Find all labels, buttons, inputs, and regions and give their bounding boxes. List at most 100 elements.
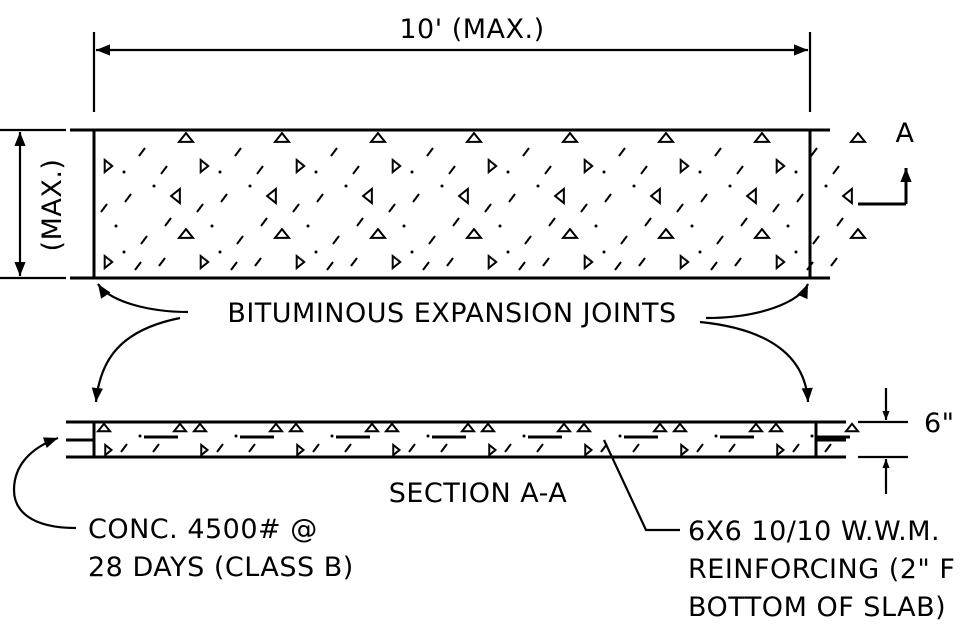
aggregate-tick xyxy=(522,147,530,157)
aggregate-tick xyxy=(254,257,262,267)
aggregate-tick xyxy=(740,217,748,227)
aggregate-triangle xyxy=(391,157,402,175)
aggregate-tick xyxy=(230,261,238,271)
aggregate-triangle xyxy=(391,253,402,271)
aggregate-tick xyxy=(548,217,556,227)
aggregate-dot xyxy=(138,434,142,438)
aggregate-tick xyxy=(236,235,244,245)
aggregate-triangle xyxy=(171,422,189,433)
aggregate-triangle xyxy=(459,422,477,433)
aggregate-dot xyxy=(794,250,798,254)
aggregate-tick xyxy=(120,443,128,453)
aggregate-tick xyxy=(714,147,722,157)
aggregate-dot xyxy=(426,434,430,438)
aggregate-tick xyxy=(632,443,640,453)
aggregate-tick xyxy=(772,203,780,213)
aggregate-tick xyxy=(792,443,800,453)
aggregate-triangle xyxy=(656,227,676,239)
aggregate-dot xyxy=(632,184,636,188)
aggregate-triangle xyxy=(104,442,114,458)
joint-leader-plan-left xyxy=(97,283,189,314)
aggregate-tick xyxy=(164,217,172,227)
aggregate-tick xyxy=(326,261,334,271)
aggregate-dot xyxy=(786,224,790,228)
aggregate-triangle xyxy=(583,253,594,271)
aggregate-dot xyxy=(618,434,622,438)
aggregate-tick xyxy=(134,261,142,271)
aggregate-triangle xyxy=(649,186,661,206)
aggregate-tick xyxy=(524,235,532,245)
aggregate-tick xyxy=(100,203,108,213)
aggregate-dot xyxy=(306,224,310,228)
joint-leader-plan-right xyxy=(705,283,810,320)
aggregate-triangle xyxy=(583,157,594,175)
aggregate-tick xyxy=(408,443,416,453)
aggregate-dot xyxy=(594,224,598,228)
aggregate-tick xyxy=(716,235,724,245)
aggregate-tick xyxy=(312,443,320,453)
aggregate-triangle xyxy=(265,186,277,206)
aggregate-tick xyxy=(832,165,840,175)
aggregate-dot xyxy=(506,170,510,174)
aggregate-triangle xyxy=(267,422,285,433)
aggregate-dot xyxy=(602,170,606,174)
concrete-callout: CONC. 4500# @ 28 DAYS (CLASS B) xyxy=(12,436,353,583)
aggregate-tick xyxy=(248,443,256,453)
aggregate-triangle xyxy=(843,422,861,433)
section-cut-marker: A xyxy=(858,118,914,206)
reinforcing-note-line3: BOTTOM OF SLAB) xyxy=(688,592,946,623)
aggregate-triangle xyxy=(560,227,580,239)
aggregate-triangle xyxy=(747,422,765,433)
aggregate-tick xyxy=(508,193,516,203)
aggregate-triangle xyxy=(176,131,196,143)
aggregate-tick xyxy=(196,203,204,213)
aggregate-dot xyxy=(218,170,222,174)
aggregate-dot xyxy=(314,250,318,254)
aggregate-triangle xyxy=(775,253,786,271)
aggregate-triangle xyxy=(191,422,209,433)
aggregate-tick xyxy=(344,443,352,453)
aggregate-tick xyxy=(614,261,622,271)
aggregate-dot xyxy=(234,434,238,438)
aggregate-triangle xyxy=(848,227,868,239)
aggregate-tick xyxy=(216,443,224,453)
aggregate-tick xyxy=(810,147,818,157)
aggregate-triangle xyxy=(848,131,868,143)
aggregate-triangle xyxy=(656,131,676,143)
concrete-hatch-section xyxy=(95,422,861,458)
height-dimension-label: (MAX.) xyxy=(37,159,68,252)
aggregate-dot xyxy=(824,184,828,188)
aggregate-tick xyxy=(440,443,448,453)
aggregate-triangle xyxy=(103,157,114,175)
concrete-note-line1: CONC. 4500# @ xyxy=(88,514,318,545)
aggregate-triangle xyxy=(295,157,306,175)
aggregate-tick xyxy=(710,261,718,271)
joints-callout: BITUMINOUS EXPANSION JOINTS xyxy=(91,283,813,403)
reinforcing-note-line1: 6X6 10/10 W.W.M. xyxy=(688,516,940,547)
aggregate-tick xyxy=(544,165,552,175)
aggregate-tick xyxy=(140,235,148,245)
aggregate-tick xyxy=(806,261,814,271)
aggregate-triangle xyxy=(199,157,210,175)
aggregate-dot xyxy=(602,250,606,254)
aggregate-tick xyxy=(518,261,526,271)
aggregate-triangle xyxy=(287,422,305,433)
concrete-hatch-plan xyxy=(100,131,868,271)
aggregate-tick xyxy=(734,257,742,267)
aggregate-tick xyxy=(138,147,146,157)
aggregate-tick xyxy=(124,193,132,203)
aggregate-triangle xyxy=(368,131,388,143)
aggregate-tick xyxy=(542,257,550,267)
aggregate-tick xyxy=(152,443,160,453)
aggregate-tick xyxy=(260,217,268,227)
aggregate-tick xyxy=(638,257,646,267)
aggregate-tick xyxy=(256,165,264,175)
aggregate-dot xyxy=(152,184,156,188)
aggregate-tick xyxy=(412,193,420,203)
aggregate-dot xyxy=(218,250,222,254)
aggregate-dot xyxy=(810,434,814,438)
aggregate-triangle xyxy=(272,227,292,239)
aggregate-triangle xyxy=(457,186,469,206)
aggregate-triangle xyxy=(479,422,497,433)
plan-view: 10' (MAX.) (MAX.) A xyxy=(0,14,914,280)
